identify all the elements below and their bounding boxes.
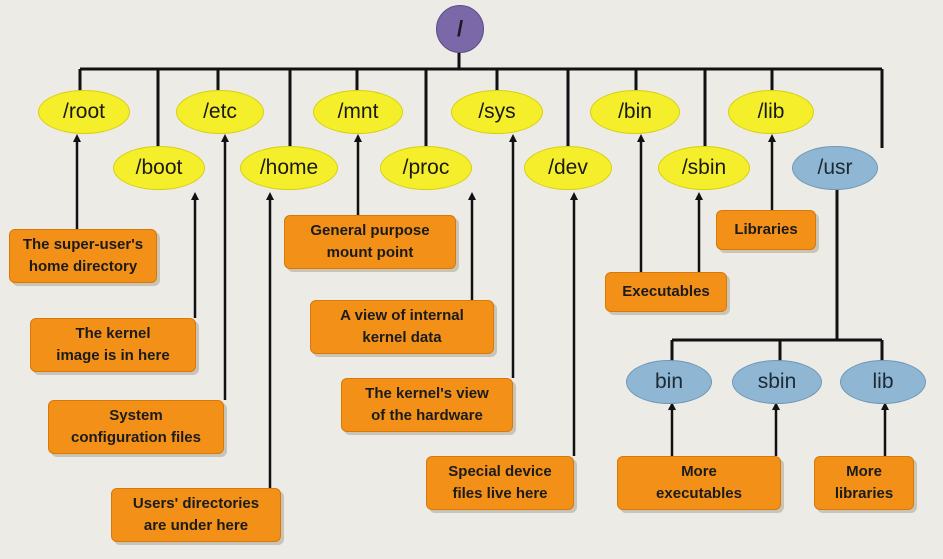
dir-sbin-node: /sbin	[658, 146, 750, 190]
dir-home-node: /home	[240, 146, 338, 190]
dir-proc-node: /proc	[380, 146, 472, 190]
usr-libraries-description-label: More libraries	[814, 456, 914, 510]
home-description-label: Users' directories are under here	[111, 488, 281, 542]
dir-boot-node: /boot	[113, 146, 205, 190]
dir-sys-node: /sys	[451, 90, 543, 134]
root-description-label: The super-user's home directory	[9, 229, 157, 283]
usr-bin-node: bin	[626, 360, 712, 404]
sys-description-label: The kernel's view of the hardware	[341, 378, 513, 432]
dev-description-label: Special device files live here	[426, 456, 574, 510]
root-directory-node: /	[436, 5, 484, 53]
usr-executables-description-label: More executables	[617, 456, 781, 510]
dir-lib-node: /lib	[728, 90, 814, 134]
mnt-description-label: General purpose mount point	[284, 215, 456, 269]
dir-bin-node: /bin	[590, 90, 680, 134]
dir-root-node: /root	[38, 90, 130, 134]
bin-sbin-description-label: Executables	[605, 272, 727, 312]
dir-etc-node: /etc	[176, 90, 264, 134]
usr-lib-node: lib	[840, 360, 926, 404]
dir-usr-node: /usr	[792, 146, 878, 190]
lib-description-label: Libraries	[716, 210, 816, 250]
dir-mnt-node: /mnt	[313, 90, 403, 134]
boot-description-label: The kernel image is in here	[30, 318, 196, 372]
etc-description-label: System configuration files	[48, 400, 224, 454]
usr-sbin-node: sbin	[732, 360, 822, 404]
proc-description-label: A view of internal kernel data	[310, 300, 494, 354]
dir-dev-node: /dev	[524, 146, 612, 190]
